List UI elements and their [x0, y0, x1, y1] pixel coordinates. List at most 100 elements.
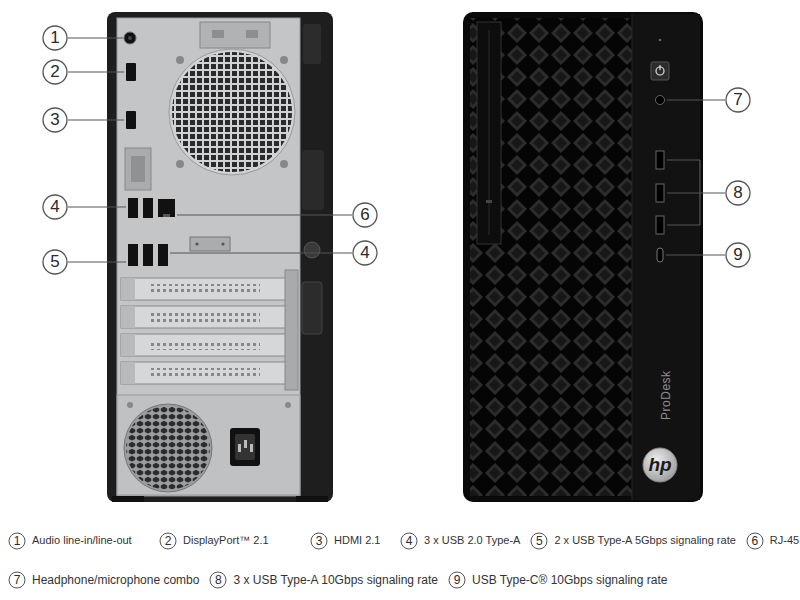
rear-io-ports	[158, 244, 168, 266]
legend-number: 4	[400, 532, 418, 550]
port-description: 3 x USB Type-A 10Gbps signaling rate	[233, 573, 438, 587]
callout-number: 8	[725, 180, 751, 206]
expansion-slots	[121, 334, 291, 356]
leader-line	[68, 71, 124, 72]
port-description: RJ-45	[770, 534, 799, 547]
front-chassis	[463, 12, 703, 502]
circle-outline	[43, 195, 67, 219]
rear-chassis	[117, 18, 300, 496]
power-supply	[244, 440, 247, 448]
expansion-slots	[121, 306, 291, 328]
power-supply	[112, 395, 328, 502]
rear-chassis	[212, 30, 224, 38]
power-supply	[296, 496, 328, 502]
legend-number-circle: 4	[400, 532, 418, 550]
port-description: USB Type-C® 10Gbps signaling rate	[472, 573, 667, 587]
circle-outline	[353, 241, 377, 265]
leader-line	[666, 254, 725, 255]
callout-circle: 3	[42, 107, 68, 133]
front-controls-ports	[659, 39, 662, 42]
front-chassis	[489, 30, 490, 235]
circle-outline	[726, 88, 750, 112]
legend-number: 5	[530, 532, 548, 550]
legend-number-circle: 7	[8, 571, 26, 589]
rear-io-ports	[190, 237, 230, 251]
rear-io-ports	[143, 244, 153, 266]
callout-circle: 4	[352, 240, 378, 266]
circle-outline	[531, 533, 547, 549]
circle-outline	[726, 181, 750, 205]
rear-fan-grille	[176, 160, 184, 168]
leader-line	[667, 192, 725, 193]
port-description: Audio line-in/line-out	[32, 534, 132, 547]
circle-outline	[43, 108, 67, 132]
rear-io-ports	[131, 156, 145, 182]
expansion-slots	[121, 278, 291, 300]
front-chassis	[470, 18, 632, 496]
leader-line	[667, 224, 700, 225]
front-chassis	[632, 14, 700, 500]
rear-chassis	[246, 30, 258, 38]
leader-line	[699, 160, 700, 225]
expansion-slots	[121, 362, 291, 384]
circle-outline	[747, 533, 763, 549]
model-name: ProDesk	[659, 370, 673, 420]
front-controls-ports	[656, 216, 664, 234]
leader-line	[177, 214, 352, 215]
rear-chassis	[107, 12, 333, 502]
leader-line	[68, 119, 124, 120]
circle-outline	[43, 250, 67, 274]
rear-io-ports	[126, 63, 136, 81]
circle-outline	[726, 243, 750, 267]
front-controls-ports	[656, 151, 664, 169]
rear-fan-grille	[280, 56, 288, 64]
rear-fan-grille	[169, 49, 295, 175]
power-supply	[238, 444, 241, 452]
power-supply	[250, 444, 253, 452]
circle-outline	[353, 203, 377, 227]
expansion-slots	[150, 368, 260, 378]
callout-circle: 7	[725, 87, 751, 113]
power-supply	[285, 402, 291, 408]
expansion-slots	[285, 270, 298, 390]
expansion-slots	[150, 284, 260, 294]
front-chassis	[477, 22, 501, 244]
callout-circle: 2	[42, 59, 68, 85]
leader-line	[68, 206, 126, 207]
leader-line	[667, 99, 725, 100]
port-description: 3 x USB 2.0 Type-A	[424, 534, 520, 547]
rear-chassis	[302, 150, 324, 210]
legend-number: 6	[746, 532, 764, 550]
callout-number: 9	[725, 242, 751, 268]
callout-number: 3	[42, 107, 68, 133]
callout-number: 1	[42, 25, 68, 51]
rear-chassis	[303, 24, 321, 64]
leader-line	[170, 252, 352, 253]
legend-number: 3	[310, 532, 328, 550]
expansion-slots	[121, 270, 298, 390]
expansion-slots	[121, 278, 135, 300]
front-controls-ports	[643, 39, 677, 482]
rear-io-ports	[163, 214, 170, 217]
legend-number-circle: 3	[310, 532, 328, 550]
circle-outline	[9, 533, 25, 549]
rear-io-ports	[126, 111, 136, 129]
rear-chassis	[302, 282, 322, 334]
circle-outline	[449, 572, 465, 588]
rear-fan-grille	[280, 160, 288, 168]
legend-number-circle: 5	[530, 532, 548, 550]
front-controls-ports	[657, 248, 663, 262]
callout-number: 2	[42, 59, 68, 85]
callout-circle: 5	[42, 249, 68, 275]
legend-number: 8	[209, 571, 227, 589]
callout-circle: 9	[725, 242, 751, 268]
circle-outline	[43, 26, 67, 50]
power-supply	[124, 404, 212, 492]
power-supply	[124, 404, 212, 492]
legend-number-circle: 9	[448, 571, 466, 589]
rear-io-ports	[124, 32, 136, 44]
power-supply	[112, 496, 144, 502]
circle-outline	[43, 60, 67, 84]
